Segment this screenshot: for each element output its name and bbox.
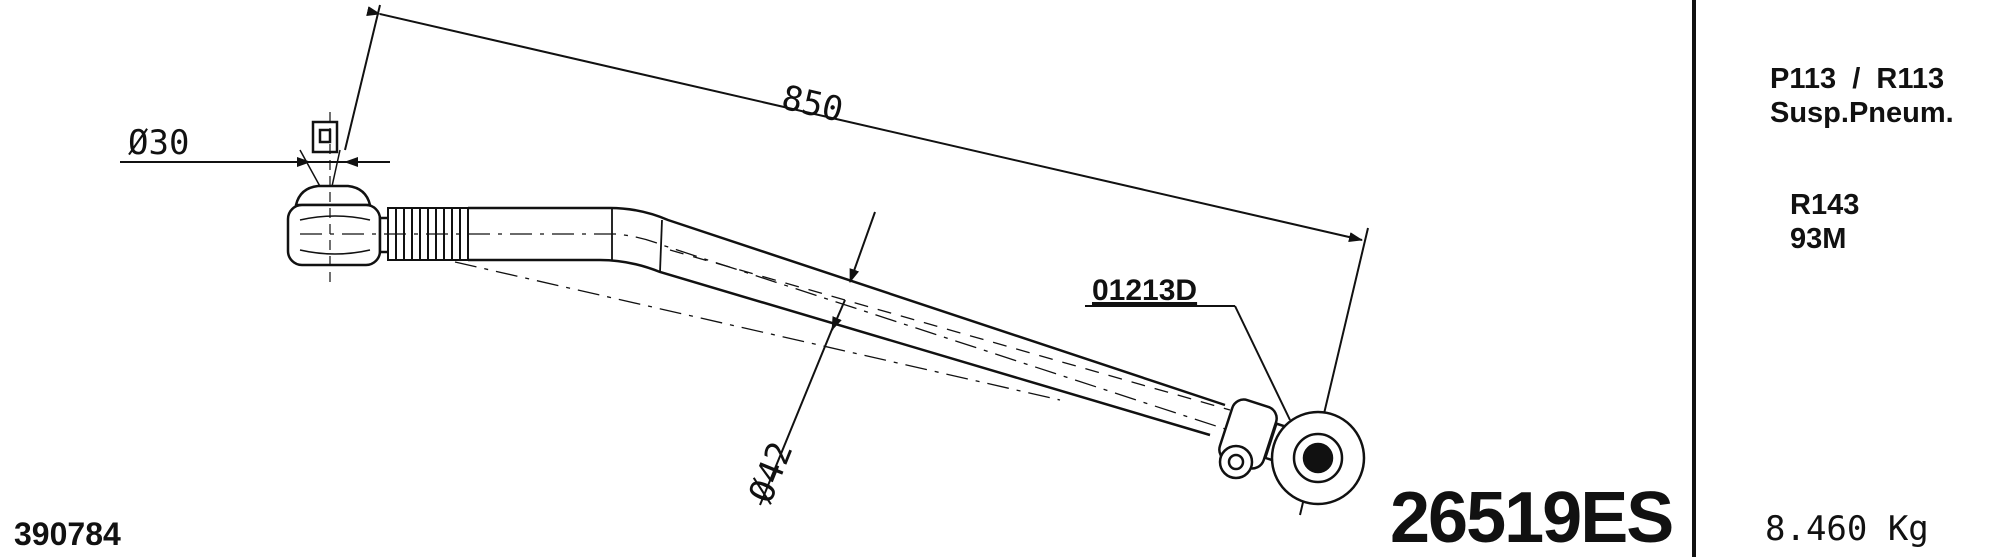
application-line-1: P113 / R113 <box>1770 63 1945 95</box>
callout-ref: 01213D <box>1092 274 1197 307</box>
callout-leader <box>1085 305 1291 421</box>
application-line-2: Susp.Pneum. <box>1770 97 1954 129</box>
drag-link-drawing: 850 Ø30 Ø42 <box>120 4 1369 516</box>
weight-label: 8.460 Kg <box>1765 509 1929 549</box>
right-eye <box>1270 410 1366 506</box>
applications-list: P113 / R113 Susp.Pneum. R143 93M <box>1770 62 1954 256</box>
tube-diameter-label: Ø42 <box>741 436 801 508</box>
part-code: 26519ES <box>1390 478 1674 558</box>
tube-diameter-dimension <box>759 211 876 506</box>
centerlines <box>300 233 1321 461</box>
length-label: 850 <box>778 78 847 131</box>
tube <box>468 206 1226 437</box>
divider <box>1692 0 1696 557</box>
application-line-3: R143 <box>1790 189 1860 221</box>
application-line-4: 93M <box>1790 223 1847 255</box>
end-diameter-label: Ø30 <box>128 123 189 163</box>
order-number: 390784 <box>14 516 121 552</box>
left-ball-joint <box>286 112 400 282</box>
